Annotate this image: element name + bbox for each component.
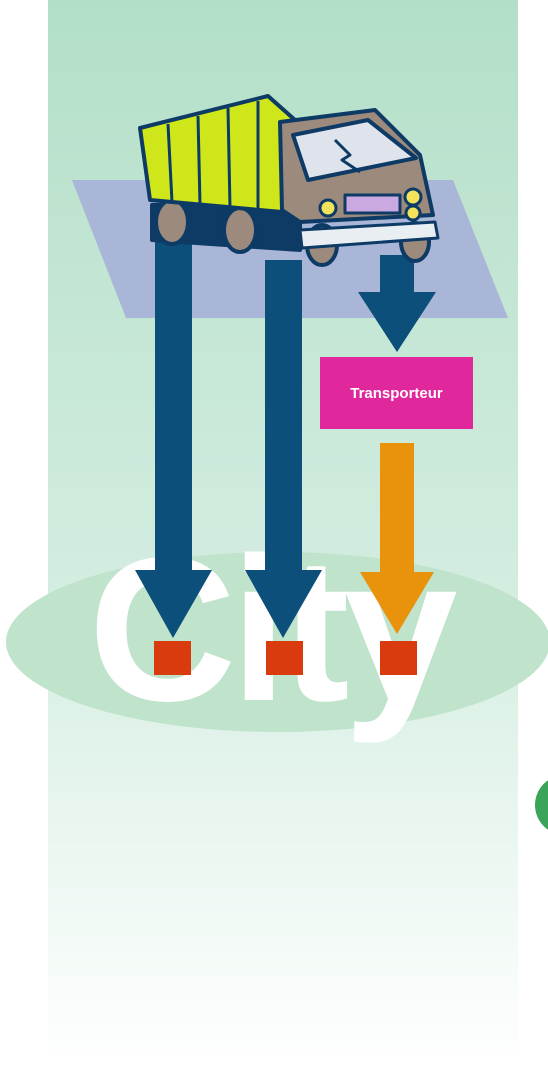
destination-marker-icon (380, 641, 417, 675)
destination-marker-icon (154, 641, 191, 675)
destination-marker-icon (266, 641, 303, 675)
direct-arrow-2 (245, 260, 322, 638)
edge-circle (535, 780, 548, 830)
transporteur-arrow (360, 443, 434, 634)
truck-icon (138, 94, 440, 267)
arrow-to-transporteur (358, 255, 436, 352)
direct-arrow-1 (135, 220, 212, 638)
transporteur-box: Transporteur (320, 357, 473, 429)
